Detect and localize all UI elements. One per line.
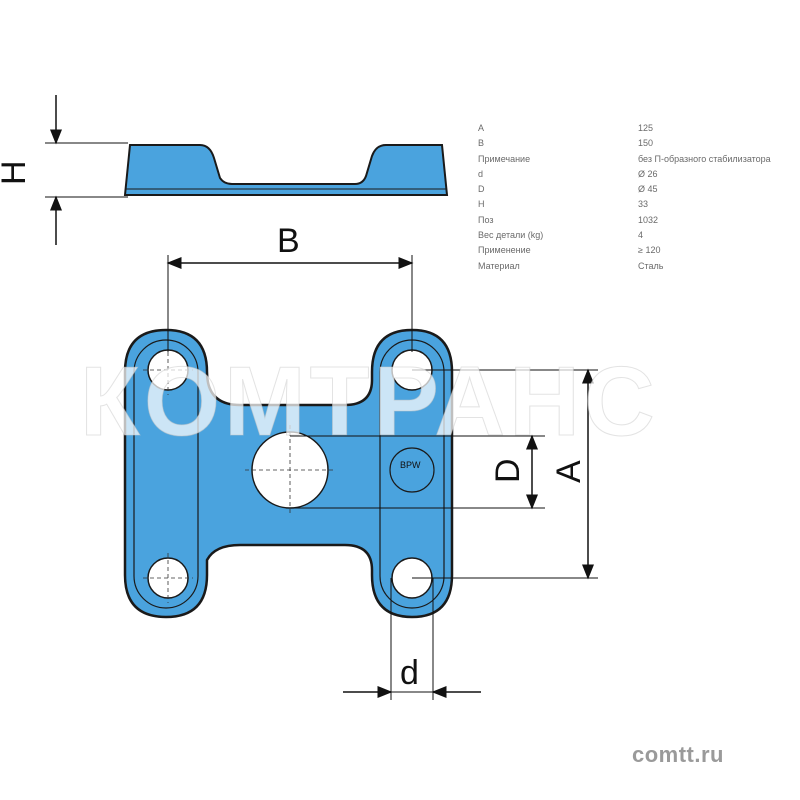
spec-key: H bbox=[478, 199, 485, 210]
spec-value: без П-образного стабилизатора bbox=[638, 153, 771, 164]
spec-value: Ø 45 bbox=[638, 184, 658, 195]
site-watermark: comtt.ru bbox=[632, 742, 724, 767]
spec-row: H 33 bbox=[478, 197, 798, 212]
spec-key: Примечание bbox=[478, 153, 531, 164]
spec-key: B bbox=[478, 138, 485, 149]
spec-value: 4 bbox=[638, 230, 644, 241]
spec-value: ≥ 120 bbox=[638, 245, 661, 256]
spec-row: B 150 bbox=[478, 136, 798, 151]
dimension-a: A bbox=[412, 368, 598, 580]
dimension-h: H bbox=[0, 95, 128, 245]
watermark: КОМТРАНС bbox=[80, 346, 659, 457]
spec-key: d bbox=[478, 168, 484, 179]
spec-value: Сталь bbox=[638, 260, 664, 271]
spec-row: d Ø 26 bbox=[478, 167, 798, 182]
spec-key: Применение bbox=[478, 245, 531, 256]
bpw-logo bbox=[389, 447, 435, 493]
spec-value: 33 bbox=[638, 199, 649, 210]
spec-row: Поз 1032 bbox=[478, 213, 798, 228]
spec-value: 1032 bbox=[638, 214, 659, 225]
spec-key: A bbox=[478, 123, 485, 133]
spec-value: Ø 26 bbox=[638, 168, 658, 179]
label-D: D bbox=[489, 458, 527, 483]
side-profile bbox=[123, 144, 449, 196]
spec-row: Применение ≥ 120 bbox=[478, 243, 798, 258]
spec-row: A 125 bbox=[478, 121, 798, 136]
label-a: A bbox=[550, 460, 588, 483]
spec-row: Материал Сталь bbox=[478, 259, 798, 274]
spec-key: Поз bbox=[478, 214, 494, 225]
dimension-d-large: D bbox=[290, 434, 545, 510]
dimension-d-small: d bbox=[343, 578, 481, 700]
spec-value: 150 bbox=[638, 138, 654, 149]
spec-row: Примечание без П-образного стабилизатора bbox=[478, 152, 798, 167]
label-h: H bbox=[0, 160, 33, 185]
spec-table: A 125 B 150 Примечание без П-образного стаб… bbox=[478, 121, 798, 274]
bpw-mark: BPW bbox=[400, 460, 421, 470]
spec-row: D Ø 45 bbox=[478, 182, 798, 197]
spec-key: Материал bbox=[478, 260, 520, 271]
spec-value: 125 bbox=[638, 123, 654, 133]
dimension-b: B bbox=[166, 222, 414, 352]
plate-top-view: BPW bbox=[123, 328, 454, 619]
label-b: B bbox=[277, 222, 300, 260]
spec-row: Вес детали (kg) 4 bbox=[478, 228, 798, 243]
spec-key: D bbox=[478, 184, 485, 195]
label-d: d bbox=[400, 654, 419, 692]
spec-key: Вес детали (kg) bbox=[478, 230, 544, 241]
